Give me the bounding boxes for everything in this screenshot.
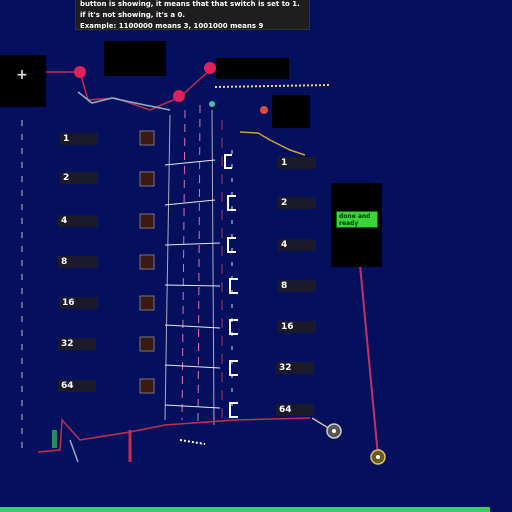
instructions-panel: button is showing, it means that that sw…: [75, 0, 310, 30]
left-bit-32-label: 32: [61, 339, 74, 349]
instructions-line-3: Example: 1100000 means 3, 1001000 means …: [80, 22, 264, 30]
right-bit-64: 64: [276, 404, 314, 416]
right-bit-64-label: 64: [279, 405, 292, 415]
left-bit-1: 1: [60, 133, 98, 145]
right-bit-2-label: 2: [281, 198, 288, 208]
ball-teal: [209, 101, 215, 107]
left-switches: [139, 130, 155, 394]
ladder-right: [211, 109, 215, 426]
top-wire-grey: [77, 91, 171, 111]
left-bit-1-label: 1: [63, 134, 70, 144]
ladder-rungs: [164, 159, 221, 409]
left-bit-2: 2: [60, 172, 98, 184]
ladder-pink-a: [181, 109, 186, 421]
ball-top: [204, 62, 216, 74]
left-bit-16-label: 16: [62, 298, 75, 308]
top-wire-yellow: [214, 84, 331, 88]
bottom-wire-grey: [69, 439, 79, 463]
top-wire-red: [45, 69, 211, 111]
bottom-status-bar: [0, 507, 490, 512]
left-bit-64: 64: [58, 380, 96, 392]
bottom-green-block: [52, 430, 57, 448]
left-bit-64-label: 64: [61, 381, 74, 391]
left-bit-4-label: 4: [61, 216, 68, 226]
ball-middle: [173, 90, 185, 102]
instructions-line-2: if it's not showing, it's a 0.: [80, 11, 186, 19]
right-bit-8: 8: [278, 280, 316, 292]
bottom-dash: [179, 439, 206, 445]
right-bit-32: 32: [276, 362, 314, 374]
left-bit-8-label: 8: [61, 257, 68, 267]
right-bit-32-label: 32: [279, 363, 292, 373]
right-bit-1: 1: [278, 157, 316, 169]
instructions-line-1: button is showing, it means that that sw…: [80, 0, 300, 8]
black-block-right: [272, 95, 310, 128]
ladder-pink-b: [197, 104, 201, 426]
left-bit-16: 16: [59, 297, 98, 309]
right-bit-2: 2: [278, 197, 316, 209]
black-block-top-left: [104, 41, 166, 76]
right-bit-16-label: 16: [281, 322, 294, 332]
ball-right: [260, 106, 268, 114]
right-bit-4: 4: [278, 239, 316, 251]
ball-left: [74, 66, 86, 78]
right-bit-16: 16: [278, 321, 316, 333]
bottom-wire-red: [37, 417, 311, 453]
status-indicator: done and ready: [336, 211, 378, 228]
black-block-top-right: [216, 58, 289, 79]
left-bit-2-label: 2: [63, 173, 70, 183]
right-bit-4-label: 4: [281, 240, 288, 250]
right-switches: [224, 154, 238, 418]
left-bit-32: 32: [58, 338, 96, 350]
goal-wire: [359, 264, 379, 457]
status-text: done and ready: [339, 213, 371, 227]
right-wire: [239, 131, 306, 156]
plus-icon[interactable]: +: [16, 67, 28, 83]
ladder-left: [164, 114, 171, 421]
right-bit-8-label: 8: [281, 281, 288, 291]
add-tool-panel[interactable]: [0, 55, 46, 107]
right-bit-1-label: 1: [281, 158, 288, 168]
left-bit-4: 4: [58, 215, 98, 227]
left-bit-8: 8: [58, 256, 98, 268]
